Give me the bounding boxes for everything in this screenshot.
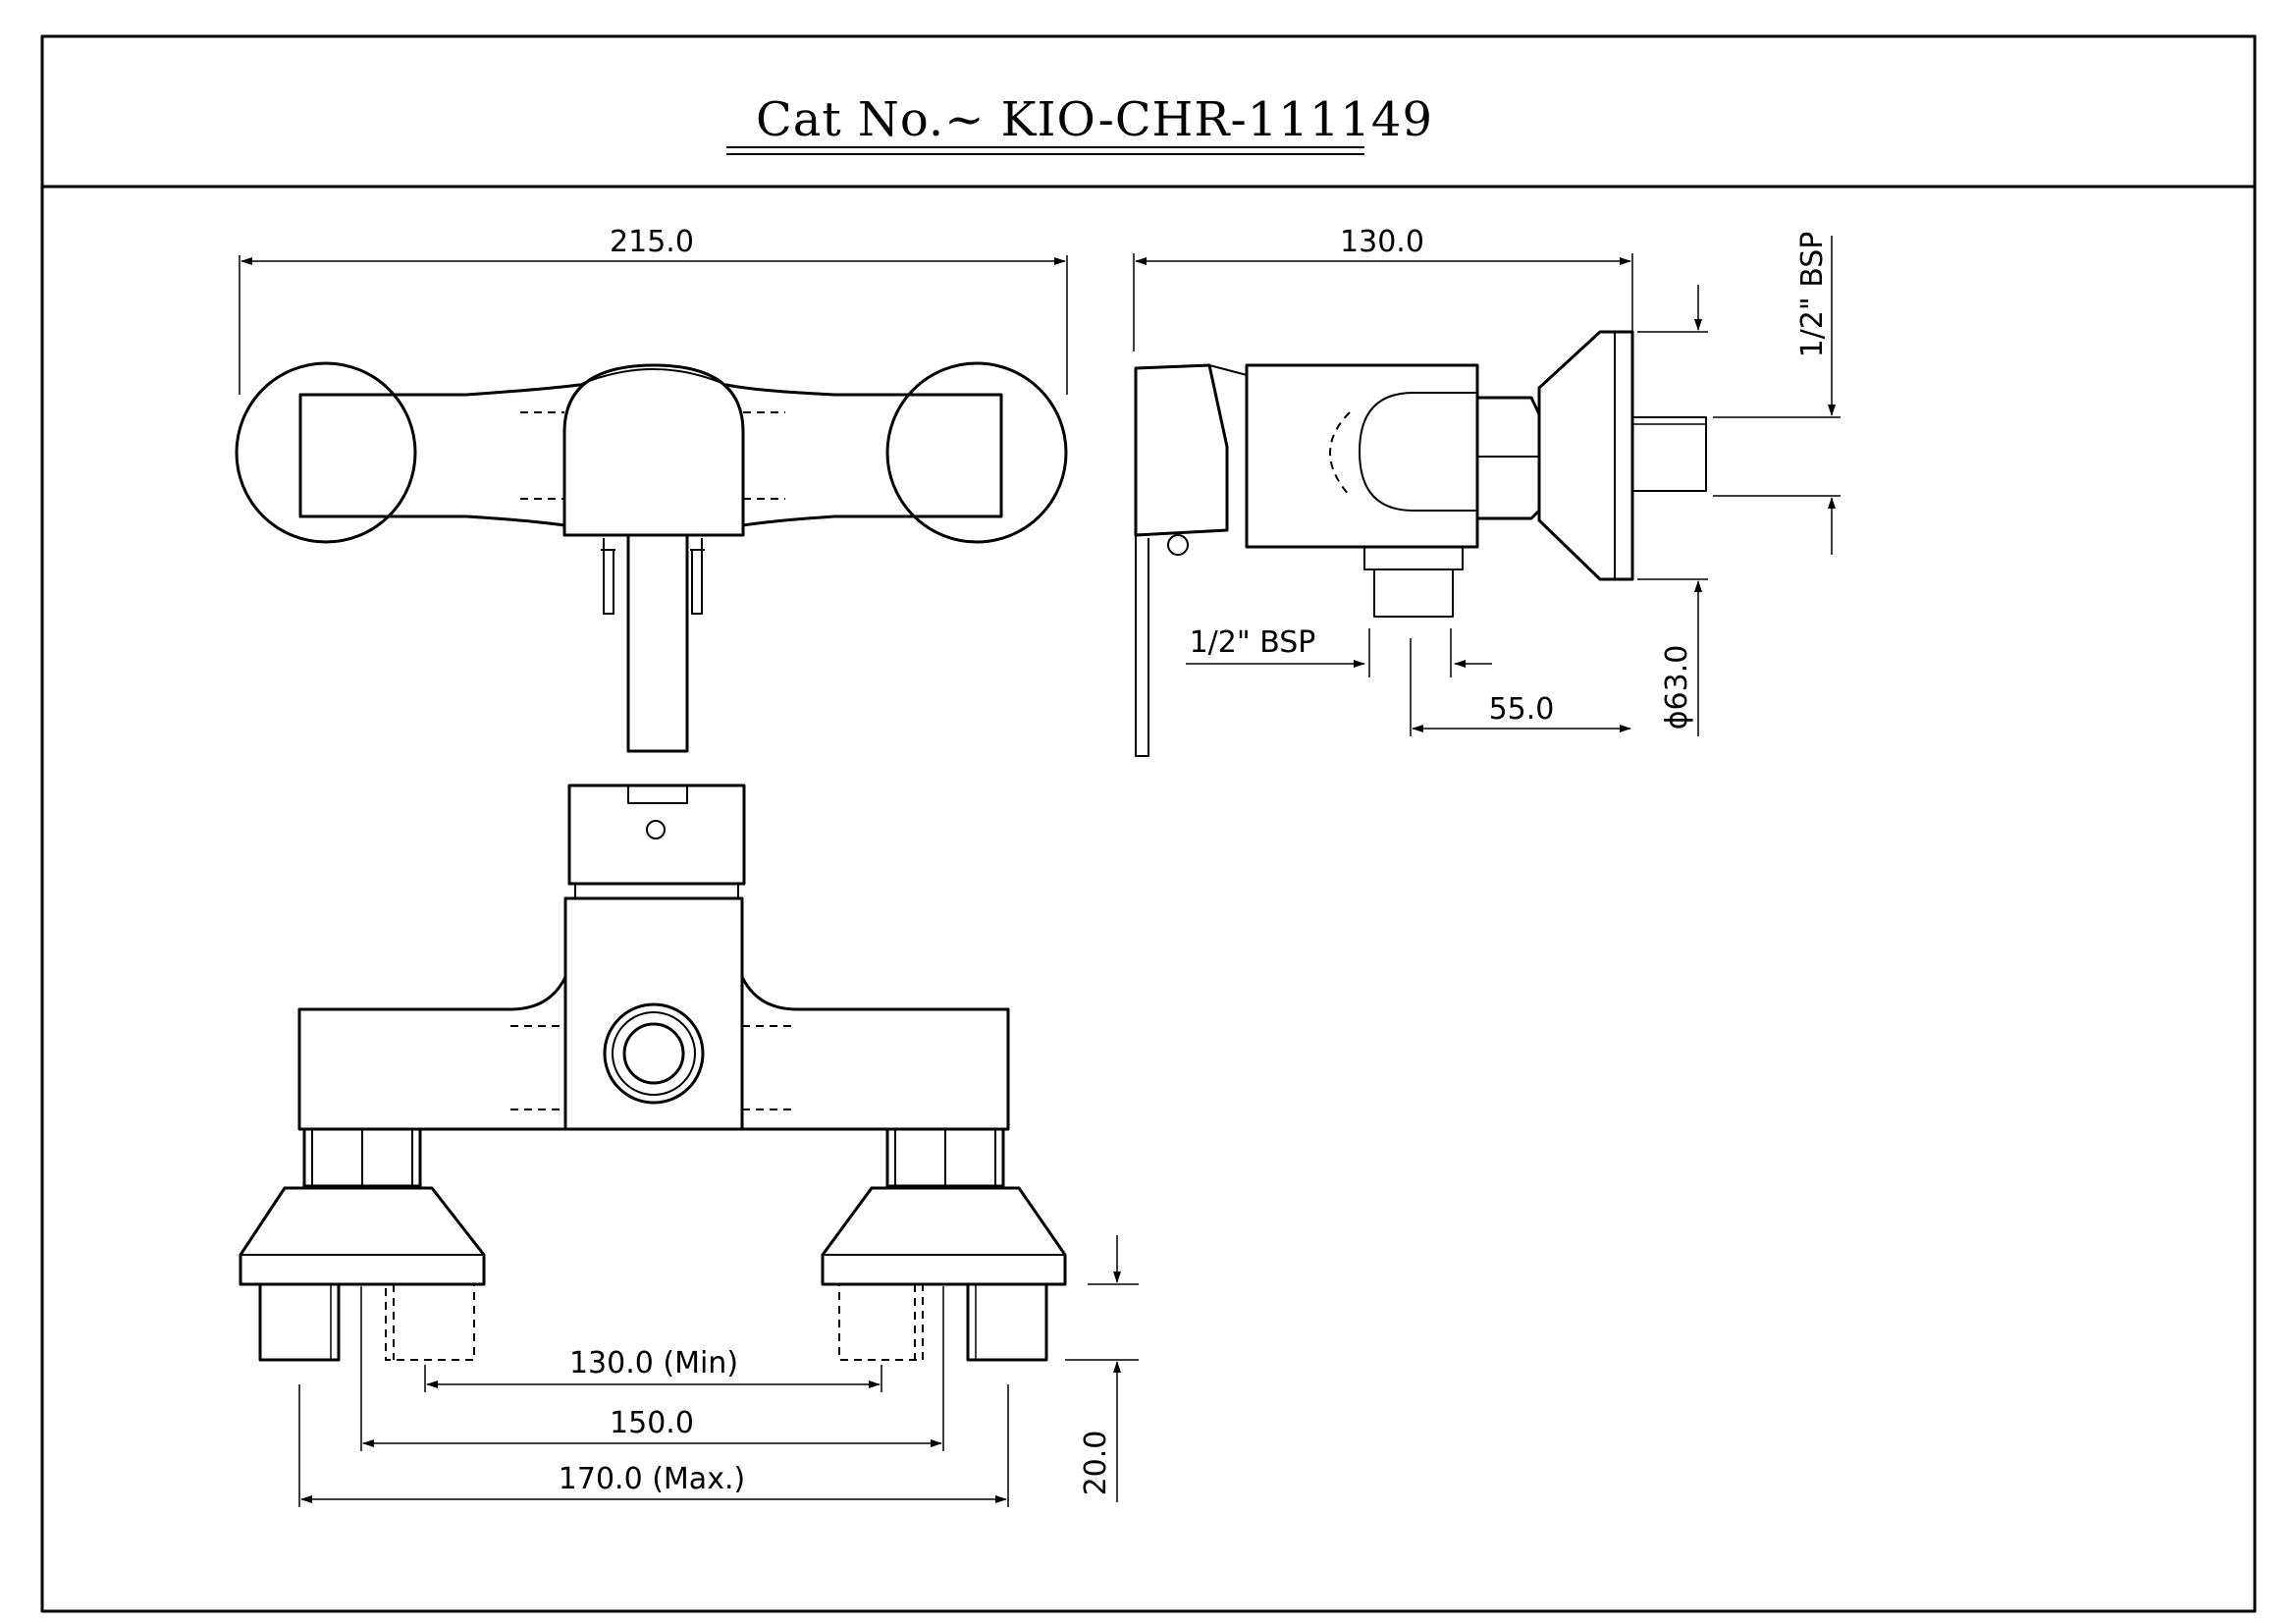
outlet-ring-mid	[612, 1011, 696, 1096]
flange-cone-left-bottom	[239, 1186, 486, 1286]
arm-left-bottom	[297, 975, 567, 1131]
outlet-nut-side	[1363, 546, 1464, 570]
body-side-hidden-arc	[1329, 411, 1351, 497]
outlet-offset-label: 55.0	[1489, 692, 1555, 727]
inlet-thread-right-inner	[838, 1283, 924, 1361]
side-depth-label: 130.0	[1340, 225, 1424, 259]
center-nominal-label: 150.0	[610, 1406, 694, 1440]
arm-right-bottom	[740, 975, 1010, 1131]
hex-nut-left-edges	[311, 1129, 413, 1186]
flange-cone-side	[1537, 330, 1634, 581]
lever-pivot	[1167, 534, 1189, 556]
cap-ring	[574, 883, 739, 899]
body-bar	[298, 383, 1003, 527]
thread-length-label: 20.0	[1079, 1431, 1113, 1496]
title-block: Cat No.~ KIO-CHR-111149	[726, 92, 1433, 155]
body-side-arc	[1359, 392, 1477, 512]
cartridge-cap	[567, 784, 746, 886]
arm-hidden-lines	[510, 1025, 797, 1110]
front-view: 215.0	[235, 225, 1068, 753]
lever-side-edge	[1208, 364, 1248, 376]
inlet-thread-right-outer	[966, 1282, 1048, 1362]
inlet-bsp-label: 1/2" BSP	[1795, 232, 1830, 358]
central-body-bottom	[563, 896, 744, 1131]
flange-left	[235, 361, 417, 544]
drawing-border	[40, 34, 2257, 1613]
hex-nut-right-edges	[894, 1129, 996, 1186]
outlet-ring-inner	[622, 1022, 685, 1085]
inlet-thread-side	[1631, 416, 1707, 492]
lever-handle	[626, 533, 689, 753]
housing-top-edge	[578, 368, 727, 386]
flange-dia-label: ϕ63.0	[1660, 645, 1694, 730]
lever-side-stubs	[603, 538, 703, 615]
center-max-label: 170.0 (Max.)	[559, 1462, 745, 1496]
flange-cone-right-bottom	[821, 1186, 1067, 1286]
flange-right	[885, 361, 1068, 544]
bottom-view: 130.0 (Min) 150.0 170.0 (Max.) 20.0	[239, 784, 1139, 1507]
outlet-thread-side	[1373, 568, 1454, 618]
hex-nut-side	[1475, 396, 1541, 520]
center-min-label: 130.0 (Min)	[569, 1346, 738, 1380]
bar-hidden-lines	[520, 411, 785, 500]
side-view: 130.0 1/2" BSP ϕ63.0	[1133, 225, 1841, 757]
lever-side-stem	[1135, 535, 1149, 757]
front-width-label: 215.0	[610, 225, 694, 259]
cartridge-housing	[562, 363, 745, 537]
outlet-bsp-label: 1/2" BSP	[1190, 625, 1316, 660]
catalog-number: Cat No.~ KIO-CHR-111149	[756, 92, 1433, 147]
lever-side	[1134, 363, 1229, 537]
inlet-thread-left-inner	[385, 1283, 475, 1361]
cap-notch	[627, 785, 688, 804]
cap-screw-hole	[646, 820, 666, 839]
inlet-thread-left-outer	[258, 1282, 341, 1362]
outlet-ring-outer	[603, 1002, 705, 1105]
